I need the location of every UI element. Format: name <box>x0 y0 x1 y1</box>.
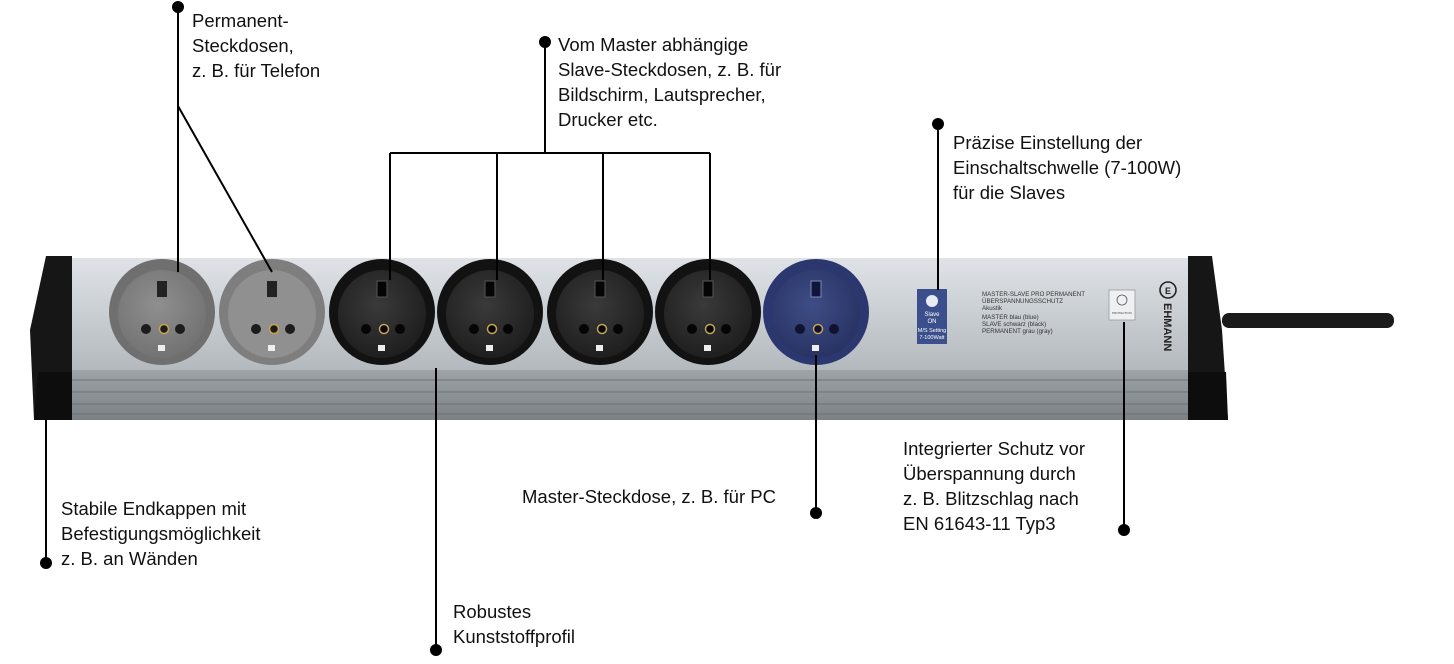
socket-slave-3 <box>547 259 653 365</box>
dial-line-1: Slave <box>924 312 940 318</box>
callout-surge-line-2: Überspannung durch <box>903 463 1076 484</box>
brand-logo: E EHMANN <box>1159 281 1177 351</box>
callout-surge-line-1: Integrierter Schutz vor <box>903 438 1085 459</box>
callout-threshold-line-2: Einschaltschwelle (7-100W) <box>953 157 1182 178</box>
leader-dots <box>40 1 1130 656</box>
callout-endcaps-line-1: Stabile Endkappen mit <box>61 498 247 519</box>
callout-slave-line-4: Drucker etc. <box>558 109 658 130</box>
socket-master <box>763 259 869 365</box>
socket-slave-1 <box>329 259 435 365</box>
callout-surge: Integrierter Schutz vor Überspannung dur… <box>903 436 1085 536</box>
dot-surge <box>1118 524 1130 536</box>
shield-icon <box>1116 294 1128 306</box>
callout-endcaps: Stabile Endkappen mit Befestigungsmöglic… <box>61 496 261 571</box>
label-line-4: MASTER blau (blue) <box>982 314 1039 321</box>
callout-permanent-line-2: Steckdosen, <box>192 35 294 56</box>
callout-profile: Robustes Kunststoffprofil <box>453 599 575 649</box>
label-line-5: SLAVE schwarz (black) <box>982 321 1046 328</box>
callout-slave-line-1: Vom Master abhängige <box>558 34 749 55</box>
label-line-3: Akustik <box>982 305 1003 312</box>
socket-permanent-1 <box>109 259 215 365</box>
callout-threshold: Präzise Einstellung der Einschaltschwell… <box>953 130 1181 205</box>
callout-profile-line-1: Robustes <box>453 601 532 622</box>
callout-slave-line-2: Slave-Steckdosen, z. B. für <box>558 59 782 80</box>
callout-threshold-line-1: Präzise Einstellung der <box>953 132 1143 153</box>
right-end-cap-foot <box>1188 372 1228 420</box>
dot-profile <box>430 644 442 656</box>
left-end-cap-foot <box>34 372 72 420</box>
label-line-2: ÜBERSPANNUNGSSCHUTZ <box>982 298 1063 305</box>
callout-slave-line-3: Bildschirm, Lautsprecher, <box>558 84 766 105</box>
brand-icon <box>1159 281 1177 299</box>
protection-text: PROTECTION <box>1112 311 1132 315</box>
callout-threshold-line-3: für die Slaves <box>953 182 1066 203</box>
callout-profile-line-2: Kunststoffprofil <box>453 626 576 647</box>
label-line-6: PERMANENT grau (gray) <box>982 328 1053 335</box>
callout-master-line-1: Master-Steckdose, z. B. für PC <box>522 486 776 507</box>
power-cable <box>1222 313 1394 328</box>
dot-permanent <box>172 1 184 13</box>
callout-surge-line-4: EN 61643-11 Typ3 <box>903 513 1056 534</box>
callout-permanent: Permanent- Steckdosen, z. B. für Telefon <box>192 8 320 83</box>
callout-endcaps-line-2: Befestigungsmöglichkeit <box>61 523 261 544</box>
socket-slave-2 <box>437 259 543 365</box>
leader-lines <box>45 7 1125 650</box>
dot-endcaps <box>40 557 52 569</box>
callout-permanent-line-1: Permanent- <box>192 10 289 31</box>
callout-surge-line-3: z. B. Blitzschlag nach <box>903 488 1079 509</box>
product-label: MASTER-SLAVE PRO PERMANENT ÜBERSPANNUNGS… <box>982 291 1085 335</box>
leader-permanent-2 <box>177 105 273 273</box>
dot-threshold <box>932 118 944 130</box>
callout-master: Master-Steckdose, z. B. für PC <box>522 484 776 509</box>
dial-line-3: M/S Setting <box>918 328 946 334</box>
socket-slave-4 <box>655 259 761 365</box>
svg-text:E: E <box>1165 286 1171 296</box>
dot-master <box>810 507 822 519</box>
dial-line-4: 7-100Watt <box>919 335 945 341</box>
socket-permanent-2 <box>219 259 325 365</box>
callout-permanent-line-3: z. B. für Telefon <box>192 60 321 81</box>
dial-line-2: ON <box>928 319 937 325</box>
callout-endcaps-line-3: z. B. an Wänden <box>61 548 198 569</box>
brand-text: EHMANN <box>1161 303 1173 351</box>
callout-slave: Vom Master abhängige Slave-Steckdosen, z… <box>558 32 781 132</box>
label-line-1: MASTER-SLAVE PRO PERMANENT <box>982 291 1085 298</box>
protection-badge: PROTECTION <box>1108 289 1136 321</box>
dot-slave <box>539 36 551 48</box>
threshold-dial: Slave ON M/S Setting 7-100Watt <box>917 289 947 344</box>
